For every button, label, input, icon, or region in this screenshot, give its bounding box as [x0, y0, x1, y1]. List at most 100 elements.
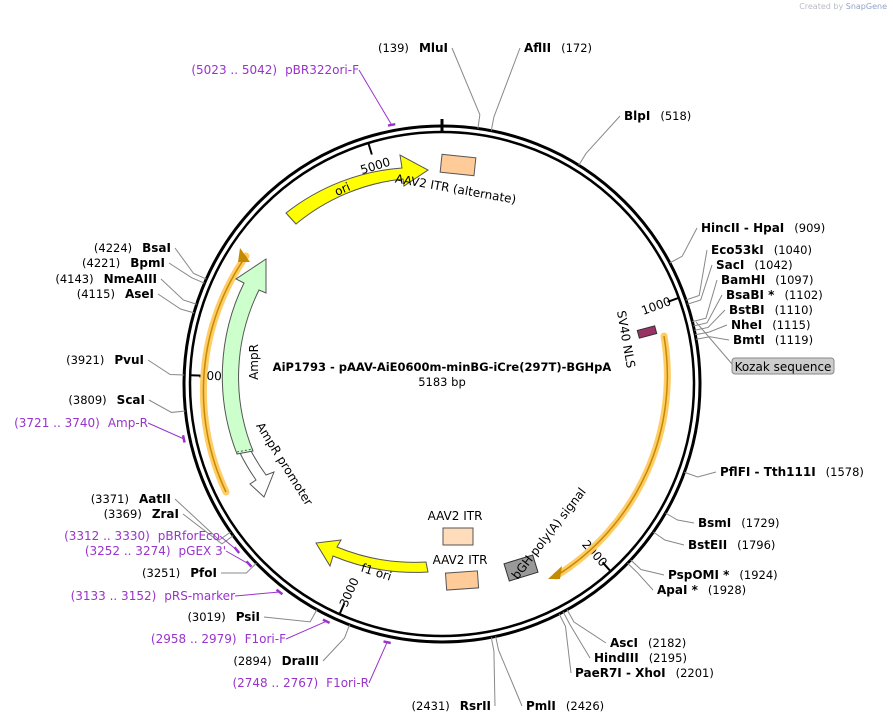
site-pos: (3809): [68, 393, 106, 407]
site-label: PspOMI *(1924): [668, 568, 778, 582]
credit-prefix: Created by: [799, 2, 844, 11]
primer-label: (2958 .. 2979)F1ori-F: [151, 632, 286, 646]
feature-sv40-nls-box: [636, 325, 658, 339]
primer-name: F1ori-F: [245, 632, 286, 646]
site-pos: (4143): [55, 272, 93, 286]
site-name: BlpI: [624, 109, 650, 123]
site-name: RsrII: [460, 699, 491, 713]
site-name: BstEII: [688, 538, 727, 552]
site-name: BstBI: [729, 303, 765, 317]
feature-aav2-itr-box-upper: [442, 527, 474, 546]
site-name: AflII: [524, 41, 551, 55]
site-name: DraIII: [282, 654, 319, 668]
primer-mark: [275, 588, 284, 596]
primer-mark: [383, 640, 391, 645]
tick-mark: [338, 602, 346, 615]
site-leader: [495, 636, 523, 707]
site-label: ApaI *(1928): [657, 583, 746, 597]
site-leader: [562, 611, 591, 659]
site-label: SacI(1042): [716, 258, 793, 272]
primer-leader: [147, 422, 184, 440]
site-name: SacI: [716, 258, 744, 272]
site-pos: (1729): [741, 516, 779, 530]
site-pos: (3371): [91, 492, 129, 506]
site-name: AatII: [139, 492, 171, 506]
ampr-dotted: [236, 448, 254, 453]
site-leader: [692, 279, 718, 323]
site-leader: [182, 513, 234, 545]
site-pos: (909): [794, 221, 825, 235]
site-leader: [174, 247, 207, 280]
site-label: BlpI (518): [624, 109, 691, 123]
site-pos: (3921): [66, 353, 104, 367]
site-name: HincII - HpaI: [701, 221, 784, 235]
site-name: Eco53kI: [711, 243, 764, 257]
site-label: (3251)PfoI: [142, 566, 217, 580]
primer-pos: (2748 .. 2767): [232, 676, 318, 690]
site-label: HincII - HpaI (909): [701, 221, 825, 235]
feature-f1ori-arrow: [315, 539, 429, 573]
site-pos: (2894): [233, 654, 271, 668]
site-pos: (3369): [104, 507, 142, 521]
site-label: (4115)AseI: [77, 287, 154, 301]
primer-name: pGEX 3': [179, 544, 226, 558]
primer-leader: [358, 69, 393, 126]
site-label: BmtI (1119): [733, 333, 813, 347]
site-name: MluI: [419, 41, 448, 55]
site-pos: (4224): [94, 241, 132, 255]
site-pos: (2201): [676, 666, 714, 680]
site-name: NmeAIII: [104, 272, 157, 286]
site-pos: (139): [378, 41, 409, 55]
site-name: BsmI: [698, 516, 731, 530]
feature-bgh-label: bGH poly(A) signal: [509, 485, 589, 582]
site-label: Eco53kI (1040): [711, 243, 812, 257]
site-name: AseI: [125, 287, 154, 301]
site-name: PaeR7I - XhoI: [575, 666, 666, 680]
site-name: BpmI: [130, 256, 165, 270]
site-pos: (1115): [772, 318, 810, 332]
feature-aav2-itr-alt-box: [439, 153, 477, 177]
highlight-arc-right-core: [555, 335, 669, 577]
feature-sv40-nls-label: SV40 NLS: [614, 309, 638, 369]
primer-name: pBRforEco: [158, 529, 220, 543]
site-leader: [684, 471, 717, 478]
highlight-arc-left-head: [238, 248, 250, 262]
site-leader: [148, 399, 186, 413]
feature-ampr-promoter-arrow: [239, 448, 275, 498]
primer-leader: [225, 550, 250, 565]
site-pos: (2426): [566, 699, 604, 713]
site-pos: (1119): [775, 333, 813, 347]
tick-mark: [367, 142, 373, 155]
primer-leader: [234, 591, 280, 597]
site-label: (3809)ScaI: [68, 393, 145, 407]
site-pos: (172): [561, 41, 592, 55]
site-label: AflII (172): [524, 41, 592, 55]
feature-ampr-label: AmpR: [247, 344, 261, 380]
site-leader: [578, 115, 621, 166]
site-label: (139) MluI: [378, 41, 448, 55]
site-name: BmtI: [733, 333, 765, 347]
feature-ampr-arrow: [221, 258, 267, 455]
site-label: AscI(2182): [610, 636, 686, 650]
tick-mark: [667, 296, 680, 303]
site-name: NheI: [731, 318, 762, 332]
site-pos: (1040): [774, 243, 812, 257]
site-leader: [168, 262, 205, 284]
highlight-arc-right-head: [548, 566, 562, 579]
site-label: (2894) DraIII: [233, 654, 319, 668]
site-leader: [157, 293, 195, 314]
primer-label: (3312 .. 3330)pBRforEco: [64, 529, 220, 543]
site-leader: [695, 336, 730, 341]
site-pos: (518): [660, 109, 691, 123]
site-leader: [174, 498, 231, 541]
site-name: HindIII: [594, 651, 639, 665]
site-label: BsmI (1729): [698, 516, 780, 530]
site-pos: (1097): [775, 273, 813, 287]
primer-mark: [245, 560, 253, 568]
site-label: NheI (1115): [731, 318, 810, 332]
site-leader: [490, 637, 496, 707]
feature-aav2-itr-label-lower: AAV2 ITR: [433, 553, 488, 567]
site-leader: [490, 47, 521, 131]
site-name: PfoI: [190, 566, 217, 580]
